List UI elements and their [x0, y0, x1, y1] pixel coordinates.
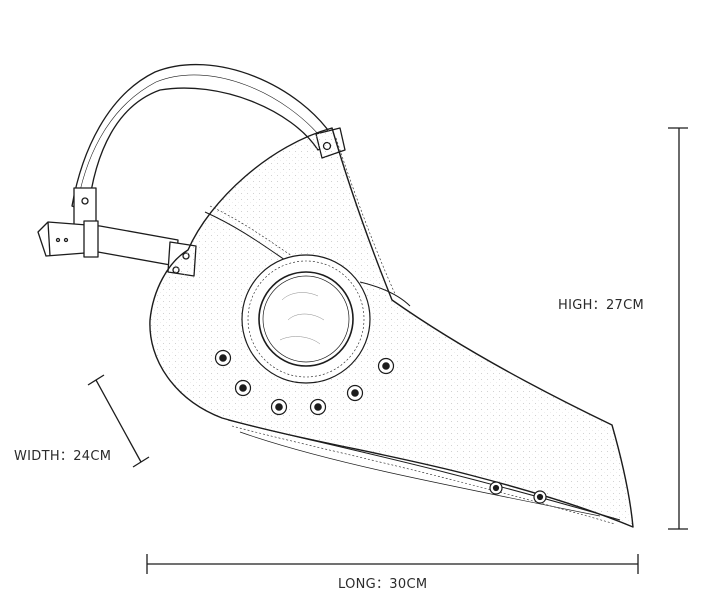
mask-body [149, 127, 634, 528]
rivet-icon [214, 349, 232, 367]
height-label: HIGH：27CM [558, 298, 644, 313]
rivet-icon [377, 357, 395, 375]
width-dimension-line [87, 374, 150, 468]
rivet-icon [533, 490, 547, 504]
rivet-icon [346, 384, 364, 402]
eye-lens [241, 254, 371, 384]
breathing-holes [214, 349, 547, 504]
rivet-icon [309, 398, 327, 416]
rivet-icon [489, 481, 503, 495]
rivet-icon [234, 379, 252, 397]
rivet-icon [270, 398, 288, 416]
height-dimension-line [668, 127, 688, 530]
width-label: WIDTH：24CM [14, 449, 112, 464]
length-dimension-line [146, 554, 639, 574]
length-label: LONG：30CM [338, 577, 428, 592]
